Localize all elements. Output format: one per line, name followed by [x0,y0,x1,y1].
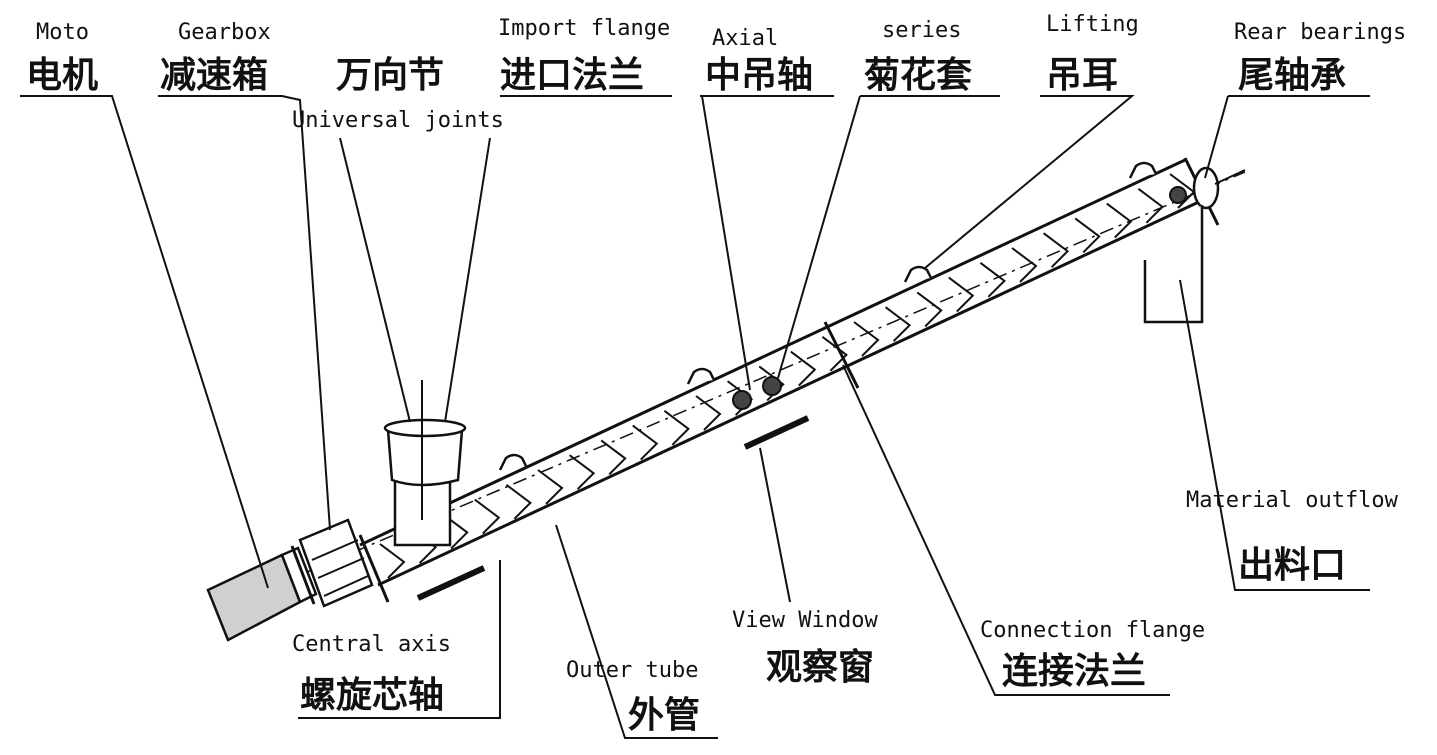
central-axis-line [299,171,1246,576]
connection-flange-label-en: Connection flange [980,618,1206,643]
series-label-en: series [882,18,962,43]
lifting-label-en: Lifting [1046,12,1139,37]
import-flange-label-zh: 进口法兰 [500,55,645,96]
universal-joint-label-en: Universal joints [292,108,504,133]
view-windows [416,415,810,601]
screw-flight [568,454,596,490]
outer-tube [359,158,1204,587]
screw-flight [853,321,880,357]
material-outflow-label-zh: 出料口 [1238,545,1347,586]
import-flange-label-en: Import flange [498,16,671,41]
screw-flight [1137,188,1164,224]
rear-bearings-label-en: Rear bearings [1234,20,1407,45]
screw-flight [1106,202,1133,239]
screw-flight [537,469,564,505]
screw-flights [379,173,1196,579]
view-window-label-en: View Window [732,608,878,633]
gearbox [290,518,374,608]
motor-label-en: Moto [36,20,89,45]
screw-flight [1011,247,1038,283]
axial-label-en: Axial [712,26,779,51]
screw-flight [1042,232,1070,268]
screw-flight [379,543,406,579]
screw-flight [1074,217,1101,254]
material-outlet [1143,205,1204,324]
gearbox-label-en: Gearbox [178,20,271,45]
inlet-flange [383,380,467,547]
screw-flight [600,439,627,476]
rear-bearing [1192,166,1246,210]
leader-lines [20,95,1370,739]
screw-flight [663,409,690,446]
screw-flight [821,335,848,372]
lifting-lugs [498,161,1158,471]
screw-flight [948,276,975,313]
central-axis-label-zh: 螺旋芯轴 [300,675,445,716]
screw-flight [474,498,501,535]
tube-flanges [358,157,1220,603]
central-axis-label-en: Central axis [292,632,451,657]
universal-joint-label-zh: 万向节 [336,55,445,96]
connection-flange-label-zh: 连接法兰 [1002,651,1147,692]
view-window-label-zh: 观察窗 [766,647,875,688]
outer-tube-label-zh: 外管 [628,695,701,736]
series-label-zh: 菊花套 [864,55,973,96]
lifting-label-zh: 吊耳 [1046,55,1119,96]
screw-flight [884,306,912,342]
screw-flight [632,424,659,461]
motor [206,546,318,642]
material-outflow-label-en: Material outflow [1186,488,1398,513]
screw-flight [979,261,1006,298]
outer-tube-label-en: Outer tube [566,658,699,683]
screw-flight [505,483,532,520]
screw-flight [916,291,943,328]
axial-label-zh: 中吊轴 [705,55,814,96]
intermediate-bearings [732,186,1187,410]
gearbox-label-zh: 减速箱 [160,55,269,96]
motor-label-zh: 电机 [26,55,99,96]
rear-bearings-label-zh: 尾轴承 [1238,55,1347,96]
screw-flight [790,350,817,387]
screw-flight [695,395,722,431]
